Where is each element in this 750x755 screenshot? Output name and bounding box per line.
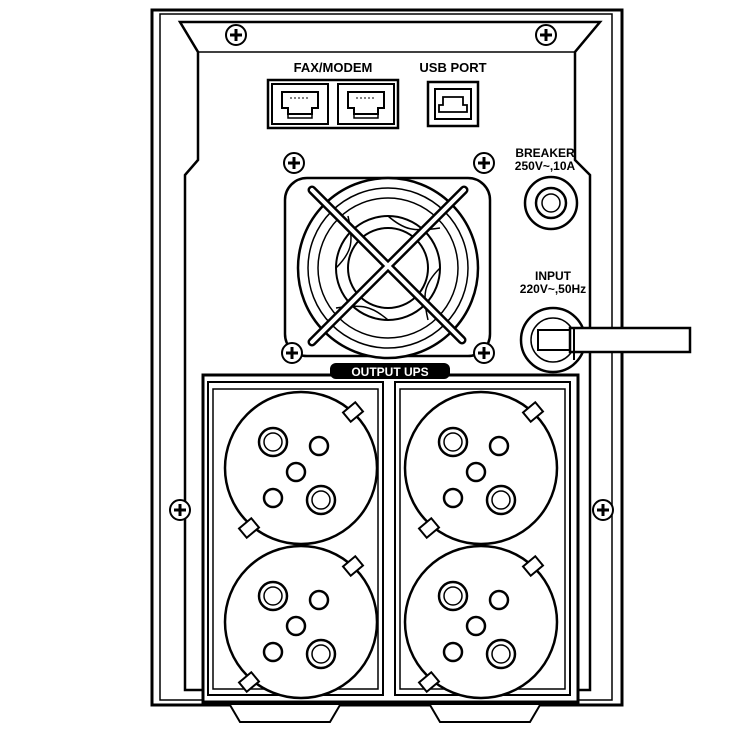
fan-screw-top-left: [282, 151, 306, 175]
input-title: INPUT: [535, 269, 572, 283]
input-rating: 220V~,50Hz: [520, 282, 586, 296]
power-cord: [537, 326, 692, 360]
breaker-rating: 250V~,10A: [515, 159, 576, 173]
output-socket-top-left: [223, 390, 379, 546]
cooling-fan: [283, 176, 492, 360]
fan-screw-bottom-right: [472, 341, 496, 365]
breaker-title: BREAKER: [515, 146, 575, 160]
fax-modem-label: FAX/MODEM: [294, 60, 373, 75]
usb-port-label: USB PORT: [419, 60, 486, 75]
usb-port: [426, 80, 480, 128]
fan-screw-top-right: [472, 151, 496, 175]
panel-screw-top-right: [534, 23, 558, 47]
panel-screw-top-left: [224, 23, 248, 47]
panel-screw-middle-left: [168, 498, 192, 522]
fan-screw-bottom-left: [280, 341, 304, 365]
output-label: OUTPUT UPS: [351, 365, 428, 379]
fax-modem-ports: [266, 78, 400, 130]
output-socket-bottom-right: [403, 544, 559, 700]
output-socket-top-right: [403, 390, 559, 546]
panel-screw-middle-right: [591, 498, 615, 522]
breaker-button[interactable]: [523, 175, 579, 231]
output-socket-bottom-left: [223, 544, 379, 700]
output-label-badge: OUTPUT UPS: [330, 363, 450, 379]
